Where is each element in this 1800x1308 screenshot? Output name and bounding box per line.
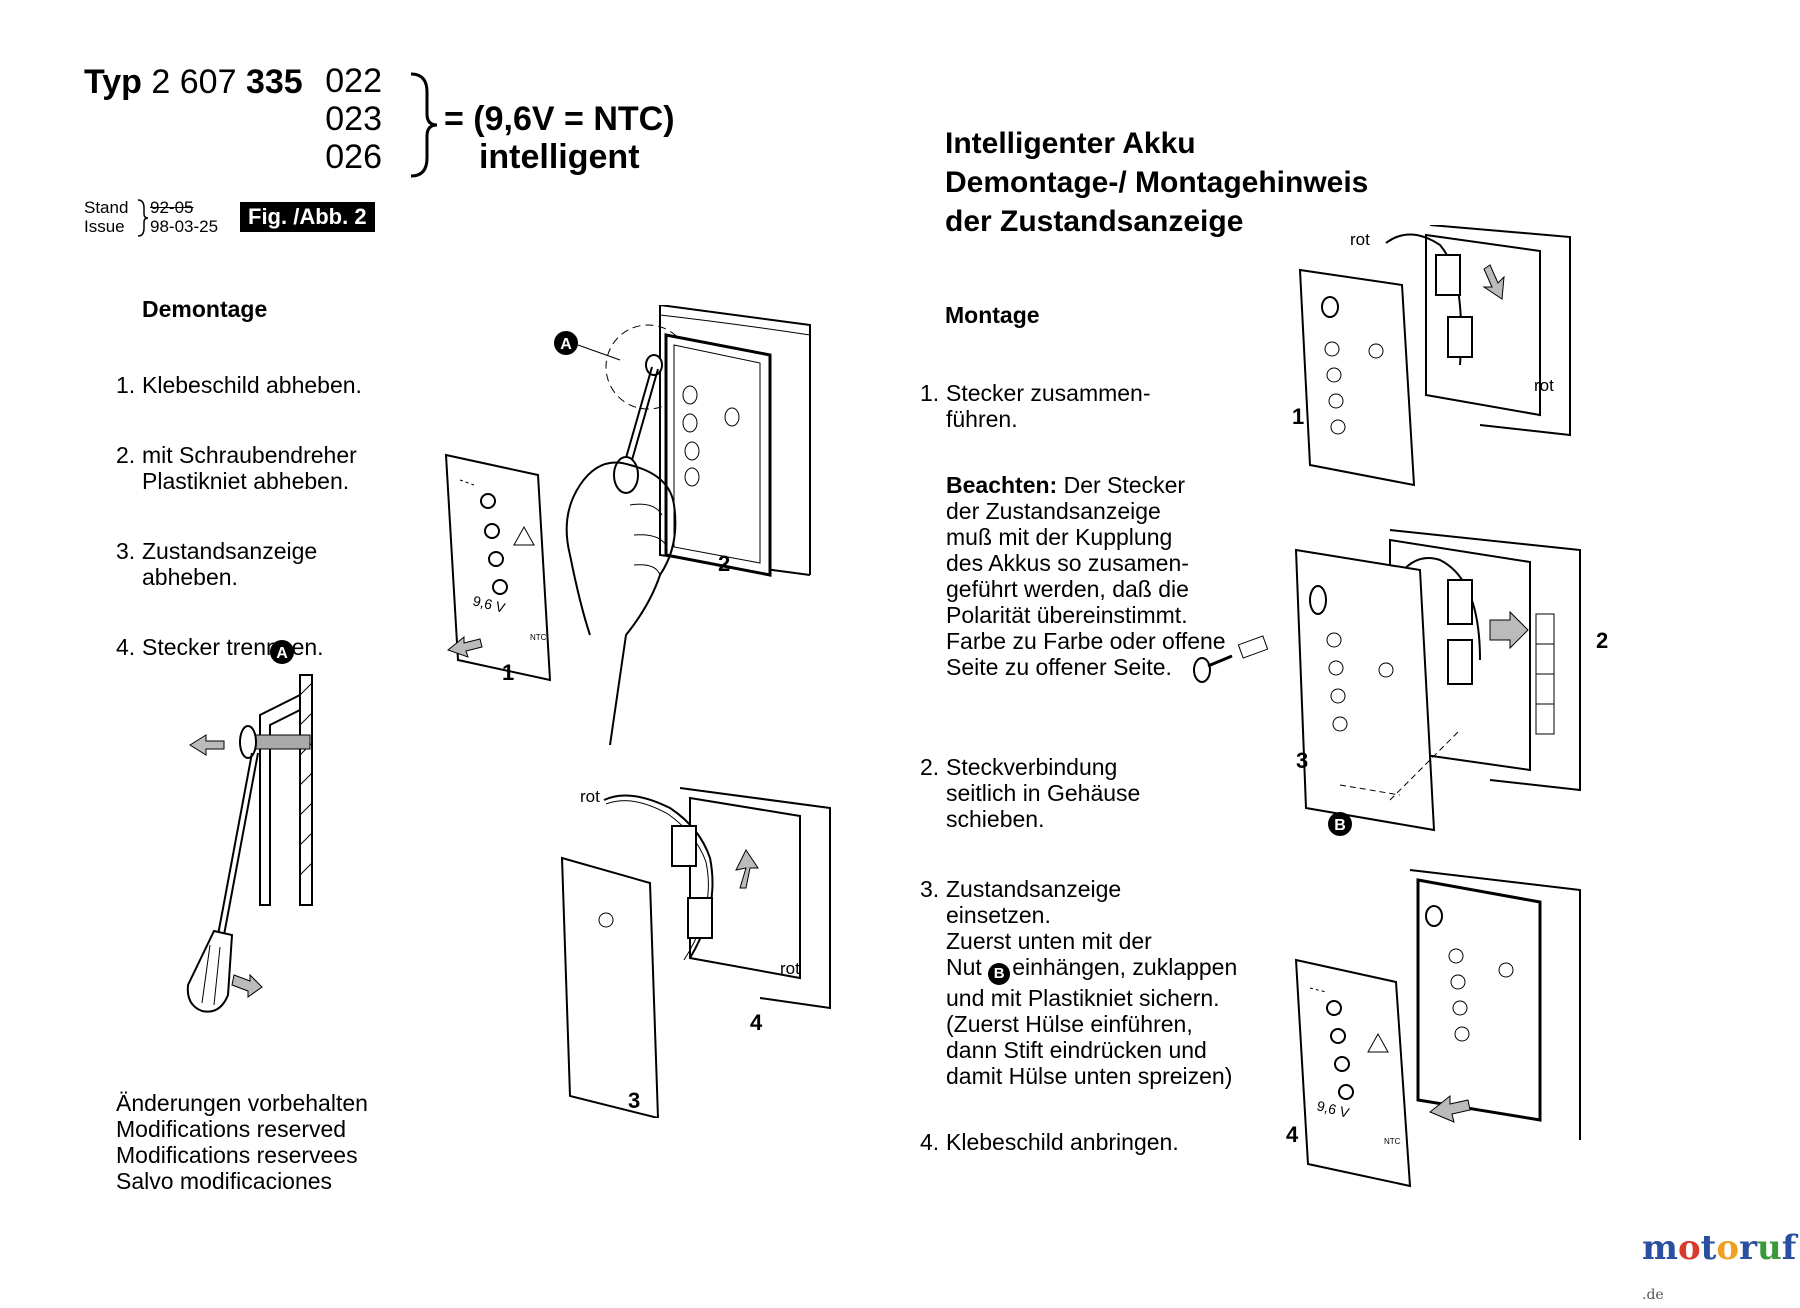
- svg-text:rot: rot: [580, 787, 600, 806]
- marker-a-icon: [270, 640, 294, 664]
- figure-badge: Fig. /Abb. 2: [240, 202, 375, 232]
- figure-number: 2: [1596, 628, 1609, 653]
- type-variants: 022 023 026: [318, 62, 382, 176]
- demontage-illustration-1-2: A 9,6 V NTC 1 2: [444, 305, 811, 746]
- demontage-step: 1.Klebeschild abheben.: [116, 372, 362, 398]
- figure-number: 1: [1292, 404, 1305, 429]
- figure-number: 3: [1296, 748, 1309, 773]
- marker-b-icon: B: [988, 963, 1011, 985]
- montage-steps: 1.Stecker zusammen- führen. Beachten: De…: [920, 354, 1280, 1199]
- svg-text:rot: rot: [780, 959, 800, 978]
- demontage-steps: 1.Klebeschild abheben. 2.mit Schraubendr…: [116, 346, 416, 704]
- svg-text:9,6 V: 9,6 V: [471, 592, 507, 616]
- montage-heading: Montage: [945, 302, 1040, 328]
- demontage-step: 3.Zustandsanzeige abheben.: [116, 538, 318, 590]
- motoruf-logo: motoruf.de: [1642, 1228, 1797, 1303]
- svg-text:rot: rot: [1534, 376, 1554, 395]
- type-number-main: 335: [245, 63, 303, 101]
- formula-line-1: = (9,6V = NTC): [444, 100, 675, 138]
- demontage-step: 4.Stecker trennnen.: [116, 634, 324, 660]
- stand-old-date: 92-05: [150, 198, 194, 217]
- montage-illustration-2-3: B: [1193, 529, 1581, 836]
- detail-a-illustration: A: [186, 640, 313, 1013]
- figure-number: 4: [1286, 1122, 1299, 1147]
- montage-step: 4.Klebeschild anbringen.: [920, 1129, 1179, 1155]
- svg-text:4: 4: [750, 1010, 763, 1035]
- small-brace: [137, 199, 149, 237]
- marker-b-icon: [1328, 812, 1352, 836]
- demontage-step: 2.mit Schraubendreher Plastikniet abhebe…: [116, 442, 357, 494]
- demontage-heading: Demontage: [142, 296, 268, 322]
- figure-number: 3: [628, 1088, 641, 1113]
- variant-022: 022: [325, 62, 382, 100]
- svg-text:NTC: NTC: [1384, 1137, 1401, 1146]
- svg-text:A: A: [276, 645, 288, 662]
- svg-text:A: A: [560, 336, 572, 353]
- demontage-illustration-3-4: rot rot 4: [560, 787, 831, 1118]
- voltage-formula: = (9,6V = NTC) intelligent: [444, 100, 675, 176]
- montage-illustration-4: 9,6 V NTC: [1294, 869, 1581, 1188]
- montage-illustration-1: rot rot: [1298, 225, 1571, 487]
- svg-text:2: 2: [718, 551, 730, 576]
- stand-labels: Stand Issue: [84, 198, 129, 236]
- marker-a-icon: [554, 331, 578, 355]
- variant-026: 026: [325, 138, 382, 176]
- type-number-prefix: 2 607: [151, 63, 237, 101]
- svg-text:9,6 V: 9,6 V: [1315, 1097, 1351, 1121]
- variant-023: 023: [325, 100, 382, 138]
- stand-values: 92-05 98-03-25: [150, 198, 218, 236]
- type-label: Typ 2 607 335: [84, 63, 303, 101]
- svg-text:rot: rot: [1350, 230, 1370, 249]
- modifications-notes: Änderungen vorbehalten Modifications res…: [116, 1090, 368, 1194]
- montage-step: 1.Stecker zusammen- führen.: [920, 380, 1151, 432]
- svg-text:NTC: NTC: [530, 633, 547, 642]
- montage-note: Beachten: Der Stecker der Zustandsanzeig…: [946, 472, 1226, 680]
- curly-brace: [410, 72, 438, 178]
- montage-step: 2.Steckverbindung seitlich in Gehäuse sc…: [920, 754, 1141, 832]
- section-title: Intelligenter Akku Demontage-/ Montagehi…: [945, 127, 1369, 238]
- svg-text:1: 1: [502, 660, 514, 685]
- svg-text:B: B: [1334, 817, 1346, 834]
- formula-line-2: intelligent: [478, 138, 640, 176]
- stand-new-date: 98-03-25: [150, 217, 219, 236]
- montage-step: 3.Zustandsanzeige einsetzen. Zuerst unte…: [920, 876, 1238, 1089]
